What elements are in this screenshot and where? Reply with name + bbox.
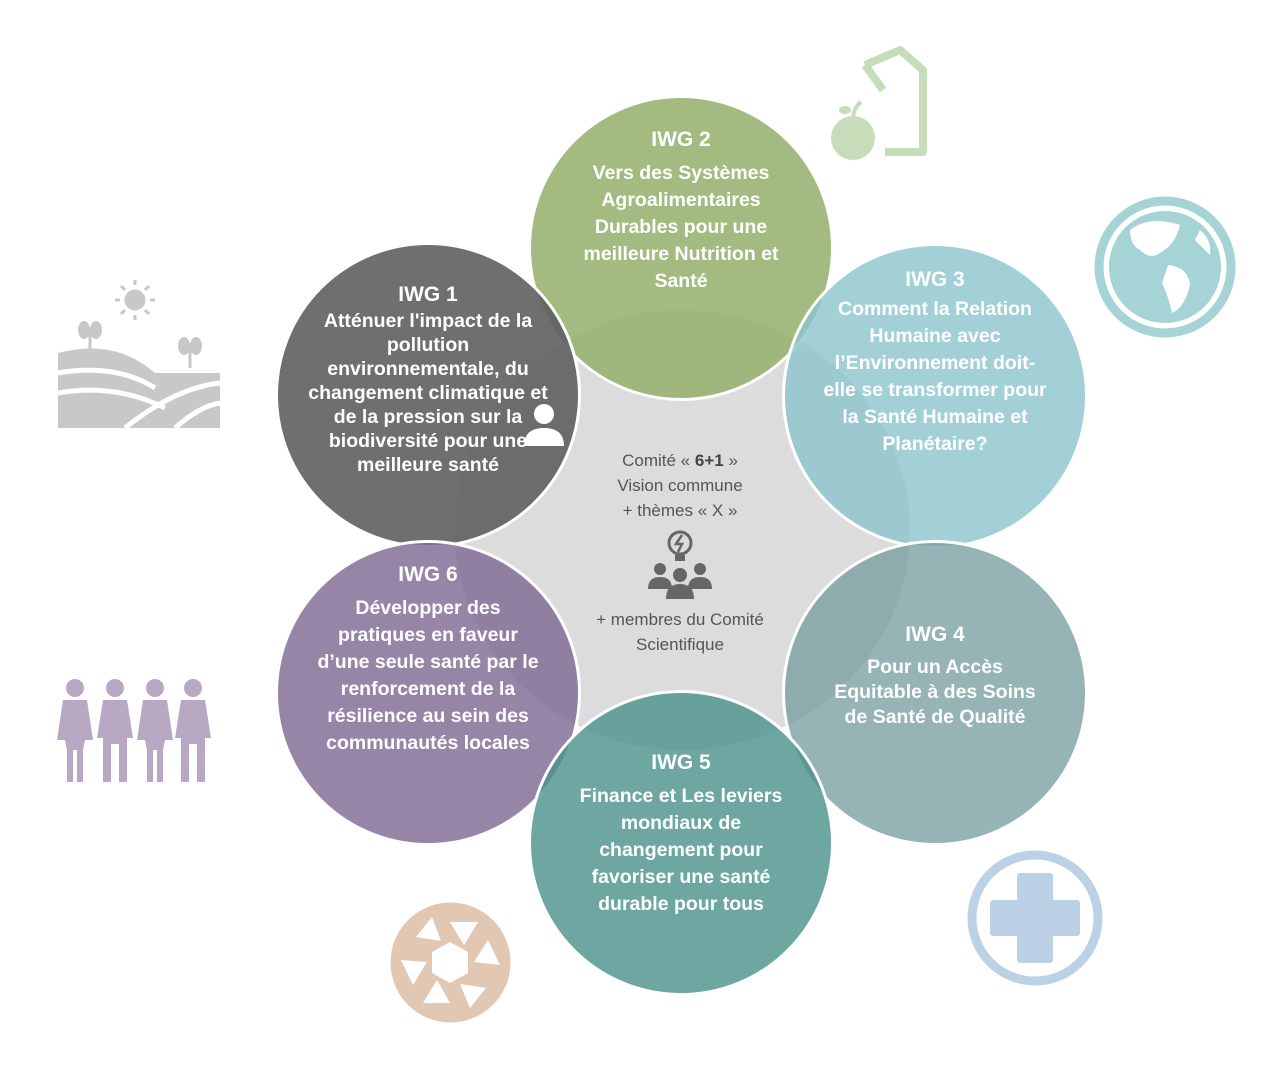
people-group-icon	[57, 679, 211, 782]
iwg-2-circle[interactable]: IWG 2 Vers des Systèmes Agroalimentaires…	[528, 95, 834, 401]
iwg-3-text: Comment la Relation Humaine avec l’Envir…	[823, 298, 1047, 455]
themes-text: + thèmes « X »	[622, 501, 738, 520]
committee-number: 6+1	[694, 451, 724, 470]
iwg-2-title: IWG 2	[651, 128, 711, 151]
farm-landscape-icon	[57, 280, 220, 430]
center-committee: Comité « 6+1 » Vision commune + thèmes «…	[560, 448, 800, 657]
iwg-3-circle[interactable]: IWG 3 Comment la Relation Humaine avec l…	[782, 243, 1088, 549]
globe-icon	[1094, 196, 1236, 338]
iwg-1-text: Atténuer l'impact de la pollution enviro…	[308, 310, 548, 476]
person-icon	[524, 404, 564, 446]
team-idea-icon	[648, 530, 712, 599]
iwg-4-text: Pour un Accès Equitable à des Soins de S…	[834, 656, 1036, 728]
iwg-4-circle[interactable]: IWG 4 Pour un Accès Equitable à des Soin…	[782, 540, 1088, 846]
committee-prefix: Comité «	[622, 451, 691, 470]
iwg-1-circle[interactable]: IWG 1 Atténuer l'impact de la pollution …	[275, 242, 581, 548]
iwg-6-circle[interactable]: IWG 6 Développer des pratiques en faveur…	[275, 540, 581, 846]
iwg-4-title: IWG 4	[905, 623, 965, 646]
iwg-5-circle[interactable]: IWG 5 Finance et Les leviers mondiaux de…	[528, 690, 834, 996]
aperture-icon	[390, 902, 511, 1023]
medical-cross-icon	[967, 850, 1103, 986]
scientific-text: Scientifique	[636, 635, 724, 654]
food-icon	[831, 46, 927, 160]
committee-line: Comité « 6+1 »	[560, 448, 800, 473]
iwg-2-text: Vers des Systèmes Agroalimentaires Durab…	[583, 162, 779, 292]
iwg-3-title: IWG 3	[905, 268, 965, 291]
members-text: + membres du Comité	[596, 610, 764, 629]
vision-text: Vision commune	[617, 476, 743, 495]
iwg-6-title: IWG 6	[398, 563, 458, 586]
iwg-5-title: IWG 5	[651, 751, 711, 774]
committee-suffix: »	[728, 451, 738, 470]
iwg-1-title: IWG 1	[398, 283, 458, 306]
iwg-6-text: Développer des pratiques en faveur d’une…	[317, 597, 539, 754]
iwg-5-text: Finance et Les leviers mondiaux de chang…	[579, 785, 783, 915]
